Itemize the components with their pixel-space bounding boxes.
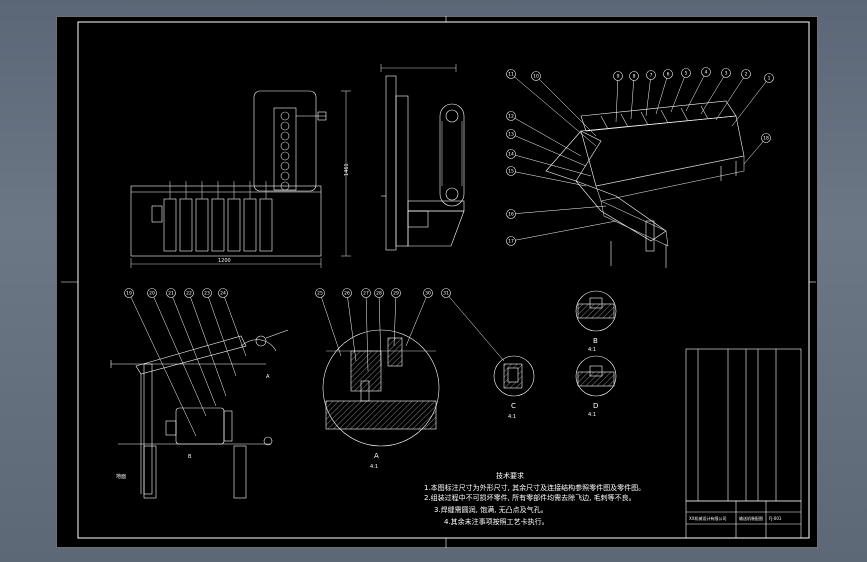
- balloon-iso-9: 9: [613, 71, 623, 123]
- section-b-label: B: [593, 337, 598, 345]
- svg-text:19: 19: [126, 291, 132, 297]
- svg-text:10: 10: [533, 74, 539, 80]
- section-c-view: [493, 355, 535, 397]
- section-a-label: A: [374, 452, 379, 460]
- svg-text:1: 1: [768, 76, 771, 82]
- svg-text:30: 30: [425, 291, 431, 297]
- tech-req-item-2: 2.组装过程中不可损坏零件, 所有零部件均需去除飞边, 毛刺等不良。: [424, 493, 636, 502]
- balloon-c-31: 31: [441, 288, 505, 362]
- svg-text:2: 2: [745, 72, 748, 78]
- floor-label: 地面: [116, 473, 126, 480]
- isometric-view: [545, 100, 745, 268]
- balloon-mid-27: 27: [361, 288, 371, 372]
- section-d-view: [575, 355, 617, 397]
- section-c-label: C: [511, 402, 516, 410]
- svg-text:4: 4: [705, 70, 708, 76]
- svg-text:17: 17: [508, 239, 514, 245]
- svg-text:21: 21: [168, 291, 174, 297]
- balloon-iso-7: 7: [645, 70, 656, 117]
- tech-req-item-3: 3.焊缝需圆润, 饱满, 无凸点及气孔。: [434, 505, 548, 514]
- balloon-mid-29: 29: [391, 288, 401, 347]
- svg-text:29: 29: [393, 291, 399, 297]
- balloon-iso-3: 3: [700, 68, 731, 115]
- section-d-scale: 4:1: [588, 412, 596, 418]
- svg-text:5: 5: [685, 71, 688, 77]
- svg-text:3: 3: [725, 71, 728, 77]
- balloon-iso-18: 18: [743, 133, 771, 165]
- tech-req-item-4: 4.其余未注事项按照工艺卡执行。: [444, 517, 549, 526]
- title-block-company: XX机械设计有限公司: [689, 515, 726, 521]
- balloon-iso-8: 8: [629, 71, 639, 120]
- balloon-iso-1: 1: [731, 73, 774, 127]
- tech-req-title: 技术要求: [496, 471, 524, 480]
- svg-text:27: 27: [363, 291, 369, 297]
- section-c-scale: 4:1: [508, 414, 516, 420]
- balloon-iso-5: 5: [670, 68, 691, 113]
- balloon-left-21: 21: [166, 288, 217, 407]
- balloon-left-23: 23: [202, 288, 237, 377]
- side-view: [380, 64, 465, 251]
- balloon-iso-10: 10: [531, 71, 597, 137]
- section-b-scale: 4:1: [588, 347, 596, 353]
- balloon-left-22: 22: [184, 288, 227, 397]
- section-b-view: [575, 290, 617, 332]
- balloon-mid-28: 28: [374, 288, 384, 367]
- title-block-number: FJ-001: [769, 516, 782, 521]
- front-view: [130, 90, 351, 268]
- svg-text:20: 20: [149, 291, 155, 297]
- balloon-iso-11: 11: [506, 69, 597, 147]
- balloon-iso-12: 12: [506, 111, 582, 157]
- balloon-left-19: 19: [124, 288, 197, 437]
- leader-label-b: B: [188, 454, 192, 460]
- title-block-name: 输送机装配图: [739, 515, 763, 521]
- balloon-left-24: 24: [218, 288, 247, 357]
- bom-table: [685, 348, 802, 502]
- section-a-view: [322, 329, 440, 447]
- balloon-iso-17: 17: [506, 220, 617, 246]
- balloon-left-20: 20: [147, 288, 207, 417]
- svg-text:24: 24: [220, 291, 226, 297]
- left-detail-view: [110, 329, 289, 499]
- svg-text:14: 14: [508, 152, 514, 158]
- svg-text:7: 7: [650, 73, 653, 79]
- dim-front-width: 1200: [218, 258, 231, 264]
- dim-front-height: 1461: [344, 163, 350, 176]
- balloon-iso-15: 15: [506, 166, 587, 187]
- balloon-iso-16: 16: [506, 205, 607, 219]
- svg-text:11: 11: [508, 72, 514, 78]
- balloon-iso-14: 14: [506, 149, 592, 177]
- svg-text:12: 12: [508, 114, 514, 120]
- svg-text:31: 31: [443, 291, 449, 297]
- balloon-iso-6: 6: [655, 69, 673, 115]
- tech-req-item-1: 1.本图标注尺寸为外形尺寸, 其余尺寸及连接结构参照零件图及零件图。: [424, 483, 645, 492]
- svg-text:8: 8: [633, 74, 636, 80]
- svg-text:6: 6: [667, 72, 670, 78]
- balloon-mid-26: 26: [342, 288, 357, 362]
- svg-text:23: 23: [204, 291, 210, 297]
- section-d-label: D: [593, 402, 598, 410]
- cad-drawing-sheet: 1200 1461: [56, 16, 818, 548]
- svg-text:15: 15: [508, 169, 514, 175]
- svg-text:18: 18: [763, 136, 769, 142]
- leader-label-a: A: [266, 374, 270, 380]
- svg-text:13: 13: [508, 132, 514, 138]
- title-block: [685, 500, 802, 539]
- balloon-iso-4: 4: [685, 67, 711, 112]
- svg-text:26: 26: [344, 291, 350, 297]
- svg-text:28: 28: [376, 291, 382, 297]
- svg-text:25: 25: [317, 291, 323, 297]
- svg-text:9: 9: [617, 74, 620, 80]
- balloon-mid-30: 30: [405, 288, 433, 347]
- svg-text:22: 22: [186, 291, 192, 297]
- drawing-frame: [77, 21, 810, 539]
- svg-text:16: 16: [508, 212, 514, 218]
- balloon-iso-13: 13: [506, 129, 587, 167]
- outer-border: [56, 16, 818, 548]
- drawing-canvas: 1200 1461: [56, 16, 818, 548]
- balloon-iso-2: 2: [715, 69, 751, 121]
- balloon-mid-25: 25: [315, 288, 342, 357]
- section-a-scale: 4:1: [370, 464, 378, 470]
